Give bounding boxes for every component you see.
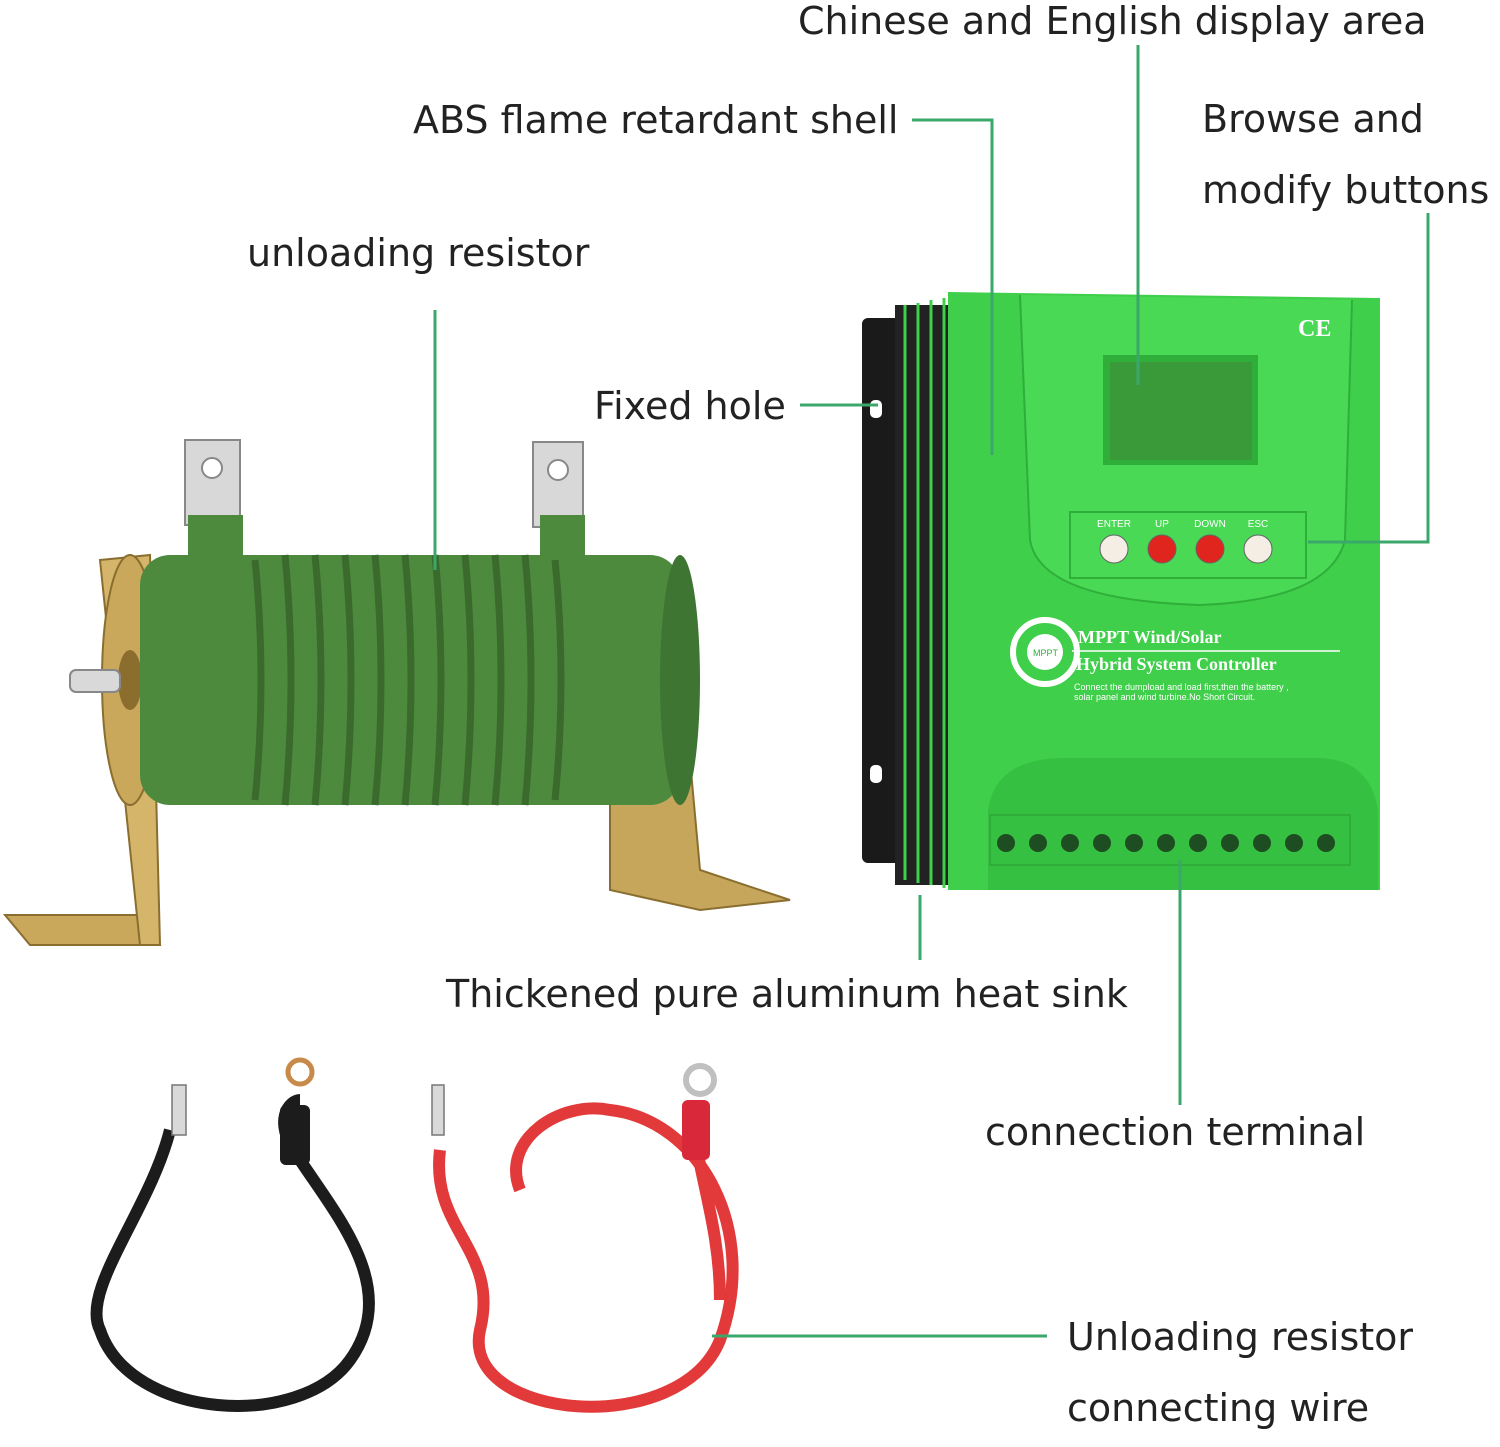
button-panel: ENTER UP DOWN ESC: [1069, 511, 1307, 579]
controller-notice-2: solar panel and wind turbine.No Short Ci…: [1074, 692, 1255, 702]
controller-button-up: [1147, 534, 1177, 564]
controller-title-1: MPPT Wind/Solar: [1078, 627, 1222, 647]
terminal-screw: [1061, 834, 1079, 852]
controller-title-2: Hybrid System Controller: [1076, 654, 1277, 674]
controller-illustration: CE ENTER UP DOWN ESC MPPT MPPT Wind/Solar H…: [862, 292, 1380, 890]
callout-heat-sink: Thickened pure aluminum heat sink: [446, 972, 1128, 1016]
terminal-screw: [1189, 834, 1207, 852]
controller-button-down: [1195, 534, 1225, 564]
callout-display-area: Chinese and English display area: [798, 0, 1427, 43]
terminal-screw: [1029, 834, 1047, 852]
callout-buttons: Browse and modify buttons: [1202, 84, 1489, 226]
leader-abs-shell: [912, 118, 994, 455]
callout-buttons-line1: Browse and: [1202, 97, 1424, 141]
controller-button-label: UP: [1155, 519, 1169, 530]
callout-connecting-wire: Unloading resistor connecting wire: [1067, 1302, 1413, 1444]
terminal-screw: [1317, 834, 1335, 852]
terminal-screw: [1157, 834, 1175, 852]
controller-button-enter: [1099, 534, 1129, 564]
ce-mark: CE: [1298, 316, 1331, 342]
controller-button-label: ENTER: [1097, 519, 1131, 530]
controller-button-label: DOWN: [1194, 519, 1226, 530]
logo-text: MPPT: [1033, 648, 1059, 658]
callout-abs-shell: ABS flame retardant shell: [413, 98, 899, 142]
controller-notice-1: Connect the dumpload and load first,then…: [1074, 682, 1289, 692]
callout-fixed-hole: Fixed hole: [594, 384, 786, 428]
controller-button-label: ESC: [1248, 519, 1269, 530]
callout-wire-line2: connecting wire: [1067, 1386, 1370, 1430]
terminal-screw: [1125, 834, 1143, 852]
unloading-resistor-illustration: [2, 439, 791, 946]
callout-wire-line1: Unloading resistor: [1067, 1315, 1414, 1359]
terminal-screw: [1093, 834, 1111, 852]
leader-buttons: [1308, 213, 1430, 544]
terminal-screw: [997, 834, 1015, 852]
leader-lines: [433, 45, 1430, 1338]
terminal-screw: [1221, 834, 1239, 852]
terminal-screw: [1253, 834, 1271, 852]
callout-buttons-line2: modify buttons: [1202, 168, 1490, 212]
callout-connection-terminal: connection terminal: [985, 1110, 1366, 1154]
terminal-strip: [997, 834, 1335, 852]
connecting-wires-illustration: [90, 1057, 739, 1413]
controller-button-esc: [1243, 534, 1273, 564]
terminal-screw: [1285, 834, 1303, 852]
callout-unloading-resistor: unloading resistor: [247, 231, 590, 275]
